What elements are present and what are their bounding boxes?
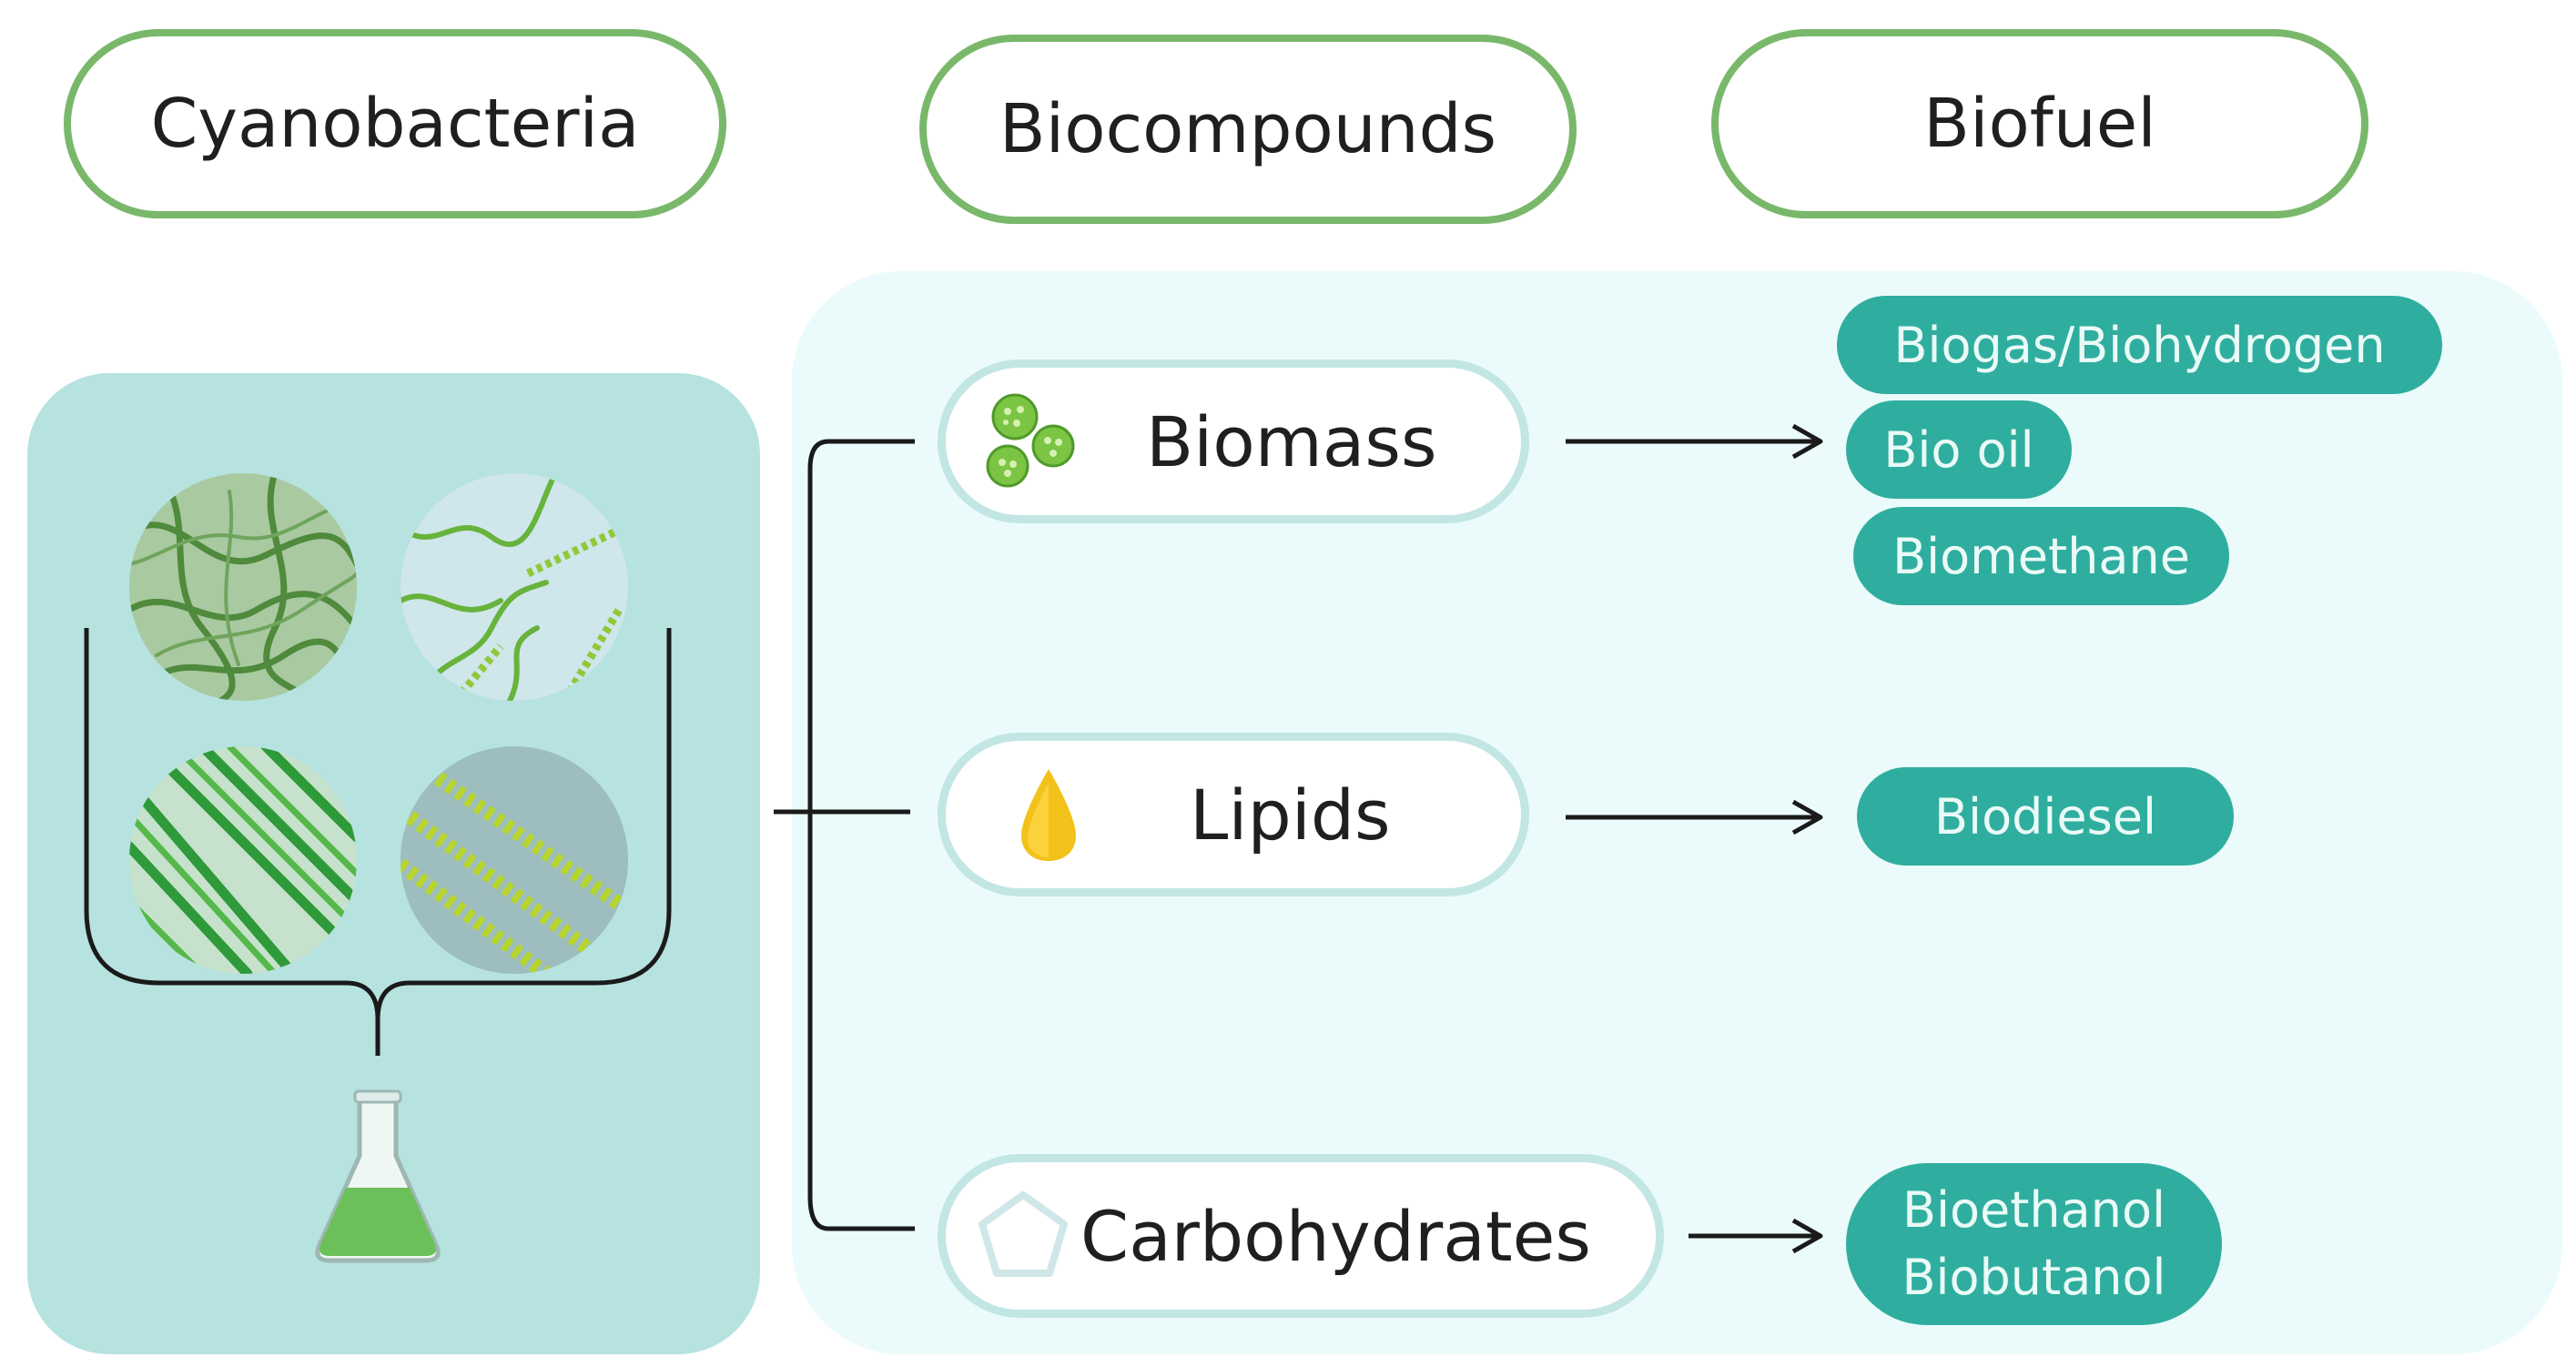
arrow-lipids <box>1566 799 1823 835</box>
micrograph-3 <box>129 746 357 974</box>
micrograph-1 <box>129 473 357 701</box>
oil-drop-icon <box>1021 769 1076 861</box>
fuel-bio-oil-label: Bio oil <box>1883 420 2034 479</box>
header-cyanobacteria: Cyanobacteria <box>64 29 726 218</box>
fuel-biodiesel: Biodiesel <box>1857 767 2234 866</box>
compound-biomass-label: Biomass <box>1146 400 1437 482</box>
header-cyanobacteria-label: Cyanobacteria <box>150 85 640 163</box>
fuel-biomethane: Biomethane <box>1853 507 2229 605</box>
compound-carbohydrates-label: Carbohydrates <box>1080 1195 1591 1277</box>
arrow-biomass <box>1566 423 1823 460</box>
header-biocompounds: Biocompounds <box>919 35 1577 224</box>
compound-biomass: Biomass <box>938 359 1529 523</box>
micrograph-4 <box>401 746 628 974</box>
fuel-bioethanol-label: Bioethanol <box>1902 1181 2166 1239</box>
header-biocompounds-label: Biocompounds <box>999 90 1497 168</box>
compound-lipids: Lipids <box>938 733 1529 896</box>
compound-tree-connector <box>774 439 915 1231</box>
cell-cluster-icon <box>986 393 1075 488</box>
fuel-alcohols: Bioethanol Biobutanol <box>1846 1163 2222 1325</box>
green-culture-flask-icon <box>315 1089 441 1263</box>
fuel-biobutanol-label: Biobutanol <box>1902 1249 2166 1306</box>
fuel-biogas-biohydrogen: Biogas/Biohydrogen <box>1837 296 2442 394</box>
fuel-biogas-biohydrogen-label: Biogas/Biohydrogen <box>1893 316 2386 374</box>
header-biofuel: Biofuel <box>1711 29 2368 218</box>
header-biofuel-label: Biofuel <box>1923 85 2156 163</box>
fuel-biodiesel-label: Biodiesel <box>1934 787 2156 846</box>
arrow-carbohydrates <box>1689 1218 1823 1254</box>
compound-lipids-label: Lipids <box>1190 774 1391 856</box>
pentagon-icon <box>979 1191 1068 1277</box>
micrograph-2 <box>401 473 628 701</box>
bracket-connector <box>84 628 672 1056</box>
fuel-biomethane-label: Biomethane <box>1892 527 2190 585</box>
fuel-bio-oil: Bio oil <box>1846 400 2072 499</box>
compound-carbohydrates: Carbohydrates <box>938 1154 1664 1318</box>
